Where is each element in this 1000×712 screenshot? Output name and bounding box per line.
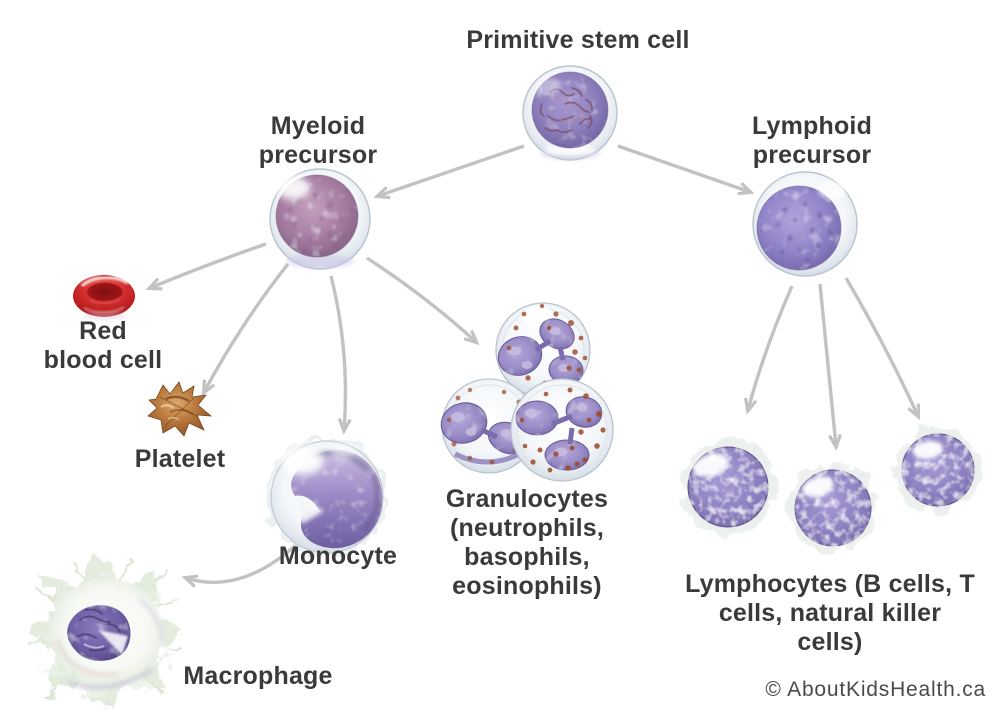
label-platelet: Platelet xyxy=(134,445,226,473)
lymphoid-precursor-illustration xyxy=(752,171,858,277)
red-blood-cell-illustration xyxy=(73,275,135,319)
arrow-myeloid-to-platelet xyxy=(201,262,290,397)
arrow-stem-to-lymphoid xyxy=(617,144,755,196)
arrow-myeloid-to-monocyte xyxy=(329,275,352,435)
attribution-text: © AboutKidsHealth.ca xyxy=(765,678,986,701)
stem-cell-illustration xyxy=(522,65,618,161)
arrow-stem-to-myeloid xyxy=(373,144,525,200)
label-primitive-stem-cell: Primitive stem cell xyxy=(466,26,690,54)
label-monocyte: Monocyte xyxy=(278,542,398,570)
arrow-myeloid-to-rbc xyxy=(145,242,267,291)
arrow-lymphoid-to-lymphocyte-1 xyxy=(743,285,794,415)
platelet-illustration xyxy=(147,381,213,437)
label-macrophage: Macrophage xyxy=(183,662,333,690)
arrow-myeloid-to-granulocytes xyxy=(366,256,480,346)
lymphocyte-3-illustration xyxy=(895,427,981,513)
myeloid-precursor-illustration xyxy=(269,168,371,270)
monocyte-illustration xyxy=(266,436,388,558)
lymphocyte-1-illustration xyxy=(681,440,775,534)
granule-dots-right xyxy=(519,387,606,473)
arrow-monocyte-to-macrophage xyxy=(181,543,298,588)
granulocytes-illustration xyxy=(440,302,614,482)
label-lymphocytes: Lymphocytes (B cells, T cells, natural k… xyxy=(685,570,975,656)
label-lymphoid-precursor: Lymphoid precursor xyxy=(751,112,873,169)
label-granulocytes: Granulocytes (neutrophils, basophils, eo… xyxy=(445,485,609,600)
arrow-lymphoid-to-lymphocyte-2 xyxy=(818,283,842,451)
arrows xyxy=(145,144,921,588)
label-red-blood-cell: Red blood cell xyxy=(43,317,163,374)
lymphocyte-2-illustration xyxy=(788,463,878,553)
label-myeloid-precursor: Myeloid precursor xyxy=(258,112,378,169)
arrow-lymphoid-to-lymphocyte-3 xyxy=(844,277,921,421)
macrophage-illustration xyxy=(27,552,183,712)
